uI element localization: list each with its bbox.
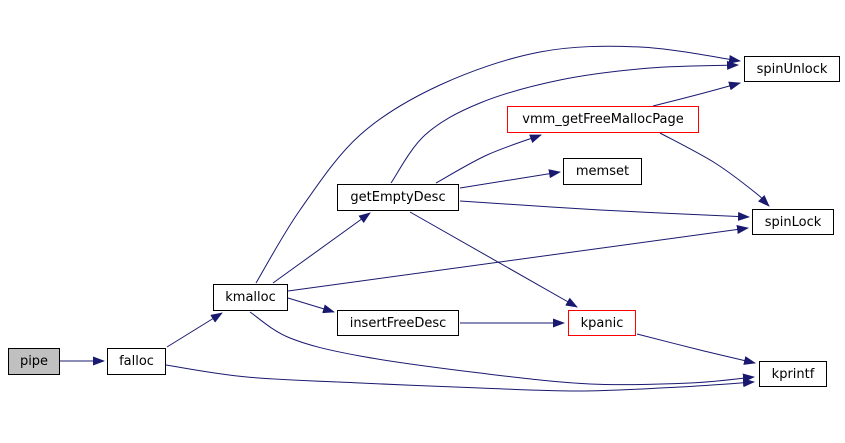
edge-getEmptyDesc-vmm_getFreeMallocPage — [435, 134, 542, 184]
node-vmm-getfreemallocpage[interactable]: vmm_getFreeMallocPage — [507, 106, 699, 133]
node-kpanic[interactable]: kpanic — [568, 310, 636, 336]
edge-vmm_getFreeMallocPage-spinUnlock — [652, 81, 741, 107]
node-memset[interactable]: memset — [563, 158, 642, 185]
edge-kpanic-kprintf — [636, 333, 756, 365]
node-getemptydesc[interactable]: getEmptyDesc — [337, 184, 459, 211]
edge-falloc-kmalloc — [166, 312, 223, 348]
edge-kmalloc-spinUnlock — [255, 45, 741, 284]
edge-getEmptyDesc-memset — [459, 169, 561, 189]
edge-getEmptyDesc-kpanic — [409, 211, 578, 308]
edge-falloc-kprintf — [165, 364, 755, 392]
edge-getEmptyDesc-spinLock — [459, 200, 750, 221]
node-insertfreedesc[interactable]: insertFreeDesc — [337, 310, 459, 336]
edge-kmalloc-insertFreeDesc — [287, 297, 335, 314]
edge-kmalloc-getEmptyDesc — [272, 212, 371, 284]
edge-kmalloc-spinLock — [287, 225, 749, 292]
node-kmalloc[interactable]: kmalloc — [213, 284, 288, 311]
edge-vmm_getFreeMallocPage-spinLock — [659, 132, 770, 207]
edge-getEmptyDesc-spinUnlock — [390, 60, 739, 184]
node-kprintf[interactable]: kprintf — [759, 361, 827, 387]
node-falloc[interactable]: falloc — [107, 348, 166, 375]
edge-kmalloc-kprintf — [249, 311, 755, 386]
node-spinunlock[interactable]: spinUnlock — [744, 56, 840, 82]
node-pipe: pipe — [8, 348, 60, 375]
node-spinlock[interactable]: spinLock — [752, 209, 834, 235]
